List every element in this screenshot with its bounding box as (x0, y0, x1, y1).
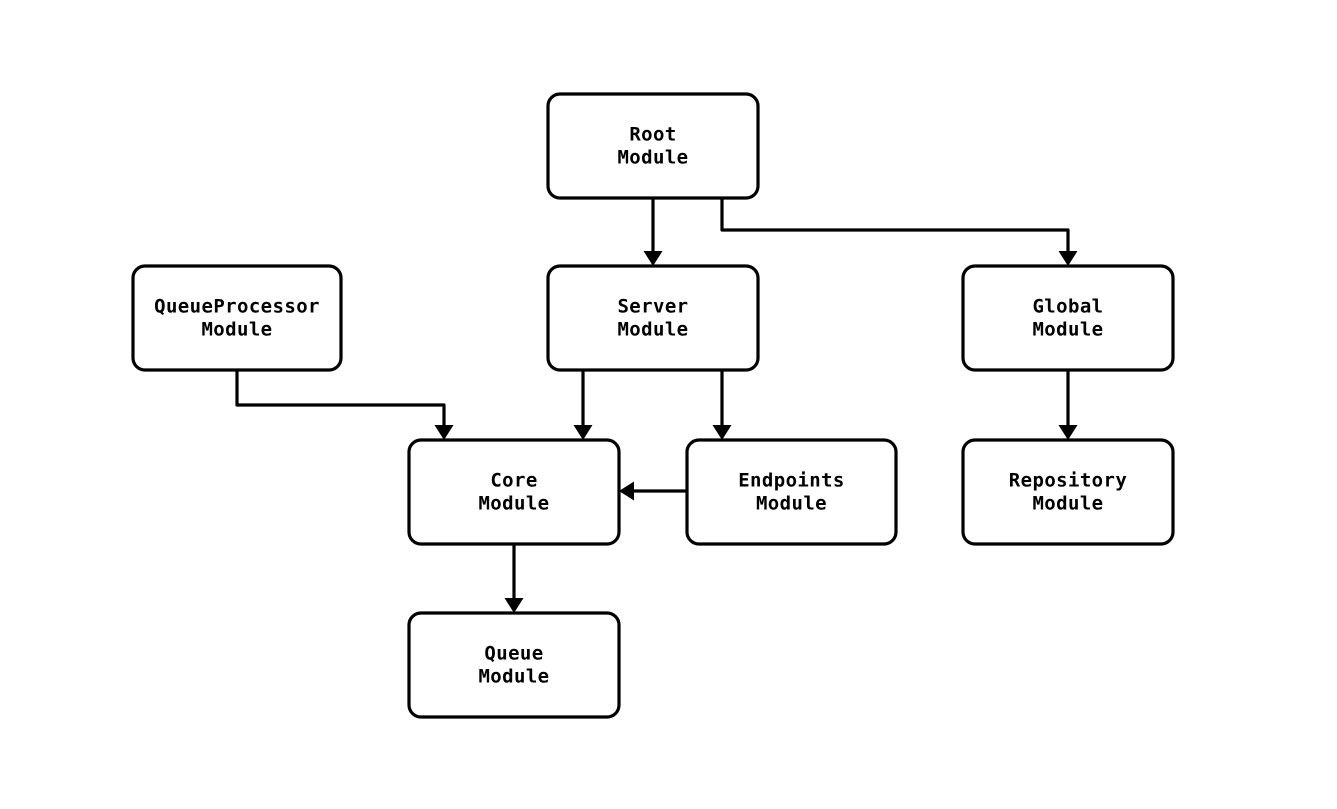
edge-arrowhead (643, 251, 663, 266)
edge-core-to-queue (504, 544, 524, 613)
node-box-repository[interactable] (961, 438, 1175, 546)
edge-arrowhead (504, 598, 524, 613)
edge-root-to-server (643, 198, 663, 266)
node-label-line2-queue: Module (478, 666, 549, 688)
nodes-layer: RootModuleQueueProcessorModuleServerModu… (131, 92, 1175, 719)
edge-global-to-repository (1058, 370, 1078, 440)
edge-root-to-global (720, 198, 1078, 266)
node-label-line2-repository: Module (1032, 493, 1103, 515)
edge-endpoints-to-core (619, 481, 687, 501)
node-label-line2-endpoints: Module (756, 493, 827, 515)
edge-line (720, 198, 1070, 258)
node-label-line2-core: Module (478, 493, 549, 515)
node-label-line1-core: Core (490, 470, 537, 492)
node-label-line2-global: Module (1032, 319, 1103, 341)
node-box-queue[interactable] (407, 611, 621, 719)
node-label-line1-endpoints: Endpoints (738, 470, 845, 492)
node-box-server[interactable] (546, 264, 760, 372)
node-label-line1-root: Root (629, 124, 676, 146)
edges-layer (235, 198, 1078, 613)
edge-server-to-endpoints (712, 370, 732, 440)
node-label-line1-repository: Repository (1009, 470, 1127, 492)
node-label-line1-queue: Queue (484, 643, 543, 665)
node-label-line2-root: Module (617, 147, 688, 169)
node-box-root[interactable] (546, 92, 760, 200)
edge-server-to-core (573, 370, 593, 440)
node-label-line1-global: Global (1032, 296, 1103, 318)
edge-arrowhead (1058, 425, 1078, 440)
node-label-line1-server: Server (617, 296, 688, 318)
edge-queueprocessor-to-core (235, 370, 454, 440)
edge-arrowhead (434, 425, 454, 440)
node-box-endpoints[interactable] (685, 438, 898, 546)
node-box-queueprocessor[interactable] (131, 264, 343, 372)
edge-arrowhead (1058, 251, 1078, 266)
node-label-line2-server: Module (617, 319, 688, 341)
node-box-core[interactable] (407, 438, 621, 546)
edge-line (235, 370, 446, 432)
node-label-line1-queueprocessor: QueueProcessor (154, 296, 320, 318)
edge-arrowhead (712, 425, 732, 440)
edge-arrowhead (573, 425, 593, 440)
edge-arrowhead (619, 481, 634, 501)
node-box-global[interactable] (961, 264, 1175, 372)
node-label-line2-queueprocessor: Module (201, 319, 272, 341)
